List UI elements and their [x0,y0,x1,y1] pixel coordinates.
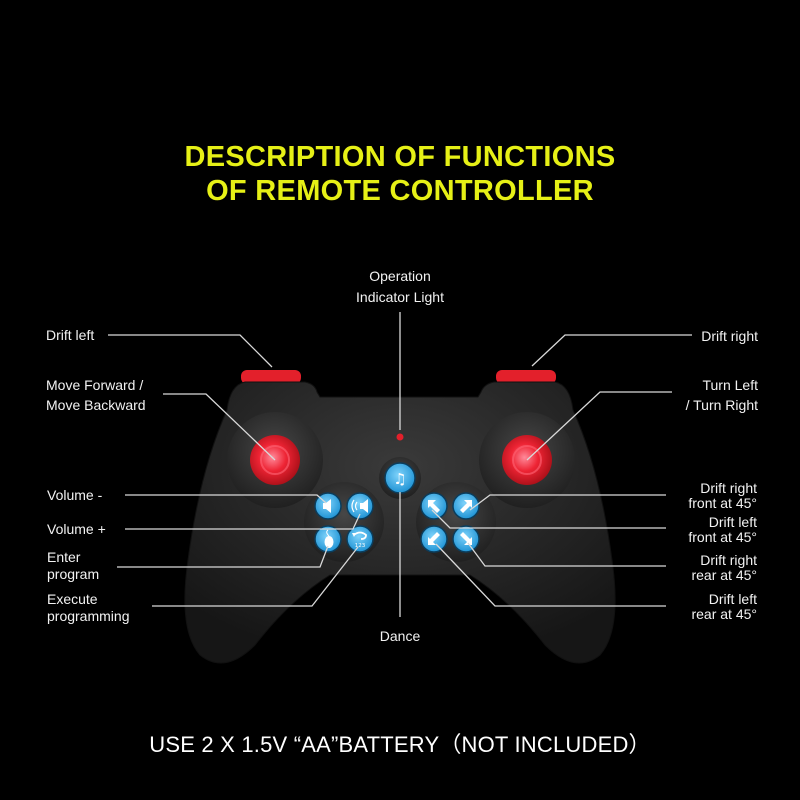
label-move-line-2: Move Backward [46,397,146,413]
leader-volume-up [125,513,361,530]
dance-button: ♫ [384,462,416,494]
label-dlr-line-2: rear at 45° [691,606,757,622]
leader-dlf [431,509,666,529]
leader-execute [152,546,359,607]
leader-drr [467,542,666,567]
arrow-down-left-icon [428,532,440,545]
label-dlr-line-1: Drift left [708,591,757,607]
label-drift-left-front: Drift left front at 45° [688,515,757,545]
speaker-loud-icon [360,499,368,513]
label-drf-line-2: front at 45° [688,495,757,511]
label-execute-programming: Execute programming [47,591,129,625]
label-drift-right-front: Drift right front at 45° [688,481,757,511]
label-drr-line-1: Drift right [700,552,757,568]
label-dance: Dance [379,628,421,644]
label-move: Move Forward / Move Backward [46,376,146,414]
leader-drift-left [108,334,273,368]
label-drf-line-1: Drift right [700,480,757,496]
label-turn: Turn Left / Turn Right [686,376,758,414]
indicator-light [396,433,404,441]
arrow-up-left-icon [428,500,440,513]
label-operation-indicator: Operation Indicator Light [330,267,470,306]
label-volume-up: Volume + [47,521,106,537]
label-drift-right: Drift right [701,328,758,344]
leader-move [163,393,276,461]
label-volume-down: Volume - [47,487,103,503]
label-turn-line-2: / Turn Right [685,397,758,413]
icon-123-text: 123 [355,543,366,549]
leader-turn [526,391,672,461]
volume-up-button [346,492,374,520]
left-button-pad [304,482,384,562]
speaker-icon [323,499,331,513]
label-execute-line-2: programming [47,608,130,624]
battery-note: USE 2 X 1.5V “AA”BATTERY（NOT INCLUDED） [149,732,651,757]
leader-dlr [435,543,666,607]
label-dlf-line-2: front at 45° [688,529,757,545]
drift-right-rear-button [452,525,480,553]
leader-drf [469,494,666,511]
leader-lines [108,312,692,617]
label-indicator-line-1: Operation [369,268,431,284]
label-drift-right-rear: Drift right rear at 45° [691,553,757,583]
arrow-up-right-icon [460,500,472,513]
label-turn-line-1: Turn Left [702,377,758,393]
label-move-line-1: Move Forward / [46,377,144,393]
left-shoulder-button [241,370,301,384]
title-line-1: DESCRIPTION OF FUNCTIONS [184,141,616,173]
music-note-icon: ♫ [393,470,406,488]
label-drift-left-rear: Drift left rear at 45° [691,592,757,622]
mouse-icon [324,536,334,548]
leader-drift-right [531,334,692,367]
execute-programming-button: 123 [346,525,374,553]
label-enter-line-1: Enter [47,549,81,565]
label-drift-left: Drift left [46,327,95,343]
leader-volume-down [125,494,327,504]
label-enter-line-2: program [47,566,100,582]
leader-enter [117,545,329,568]
label-execute-line-1: Execute [47,591,98,607]
drift-right-front-button [452,492,480,520]
label-drr-line-2: rear at 45° [691,567,757,583]
right-shoulder-button [496,370,556,384]
replay-icon [353,531,367,540]
title-line-2: OF REMOTE CONTROLLER [206,175,594,207]
label-indicator-line-2: Indicator Light [356,289,444,305]
drift-left-rear-button [420,525,448,553]
label-dlf-line-1: Drift left [708,514,757,530]
drift-left-front-button [420,492,448,520]
arrow-down-right-icon [460,532,472,545]
enter-program-button [314,525,342,553]
label-enter-program: Enter program [47,549,99,583]
